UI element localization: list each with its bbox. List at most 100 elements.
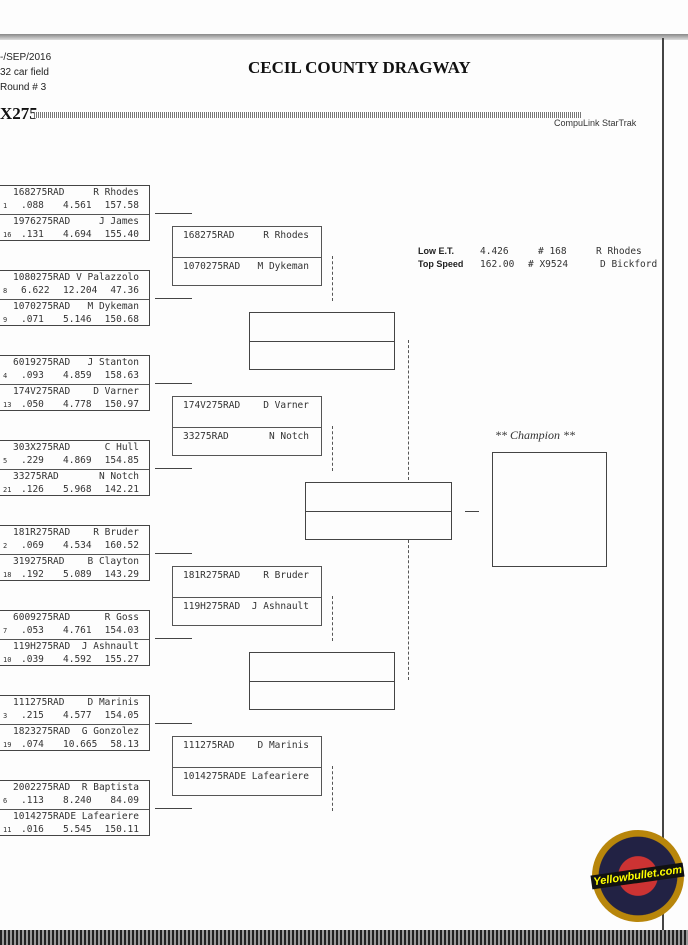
car-number: 1014275RAD — [13, 811, 71, 822]
champion-box — [492, 452, 607, 567]
reaction-time: .093 — [21, 370, 44, 381]
driver-name: J Stanton — [87, 357, 139, 368]
class-name: X275 — [0, 104, 38, 123]
seed: 11 — [3, 826, 12, 834]
low-et-value: 4.426 — [480, 246, 509, 257]
scan-edge — [0, 34, 688, 40]
elapsed-time: 4.534 — [63, 540, 92, 551]
car-number: 119H275RAD — [183, 601, 241, 612]
reaction-time: .053 — [21, 625, 44, 636]
champion-label: ** Champion ** — [495, 428, 576, 442]
racer-row: 1070275RAD M Dykeman — [173, 257, 321, 287]
page-title: CECIL COUNTY DRAGWAY — [248, 58, 471, 77]
car-number: 174V275RAD — [183, 400, 241, 411]
car-number: 1976275RAD — [13, 216, 71, 227]
round1-pair: 1080275RAD V Palazzolo 8 6.622 12.204 47.36 10… — [0, 270, 150, 326]
seed: 5 — [3, 457, 8, 465]
car-number: 2002275RAD — [13, 782, 71, 793]
seed: 3 — [3, 712, 8, 720]
elapsed-time: 5.545 — [63, 824, 92, 835]
driver-name: J Ashnault — [251, 601, 309, 612]
reaction-time: .039 — [21, 654, 44, 665]
reaction-time: .050 — [21, 399, 44, 410]
elapsed-time: 5.146 — [63, 314, 92, 325]
car-number: 168275RAD — [13, 187, 65, 198]
speed: 47.36 — [110, 285, 139, 296]
driver-name: G Gonzolez — [81, 726, 139, 737]
elapsed-time: 4.869 — [63, 455, 92, 466]
elapsed-time: 4.859 — [63, 370, 92, 381]
driver-name: M Dykeman — [257, 261, 309, 272]
speed: 142.21 — [104, 484, 139, 495]
car-number: 1014275RAD — [183, 771, 241, 782]
car-number: 1070275RAD — [183, 261, 241, 272]
seed: 8 — [3, 287, 8, 295]
top-speed-name: D Bickford — [600, 259, 658, 270]
connector — [155, 553, 192, 554]
car-number: 1823275RAD — [13, 726, 71, 737]
brand-label: CompuLink StarTrak — [554, 118, 637, 128]
seed: 7 — [3, 627, 8, 635]
reaction-time: 6.622 — [21, 285, 50, 296]
reaction-time: .071 — [21, 314, 44, 325]
driver-name: V Palazzolo — [76, 272, 139, 283]
car-number: 181R275RAD — [13, 527, 71, 538]
driver-name: N Notch — [268, 431, 309, 442]
speed: 150.68 — [104, 314, 139, 325]
driver-name: R Bruder — [93, 527, 139, 538]
driver-name: D Marinis — [87, 697, 139, 708]
car-number: 1070275RAD — [13, 301, 71, 312]
speed: 158.63 — [104, 370, 139, 381]
seed: 1 — [3, 202, 8, 210]
elapsed-time: 4.592 — [63, 654, 92, 665]
driver-name: D Marinis — [257, 740, 309, 751]
low-et-car: # 168 — [538, 246, 567, 257]
speed: 143.29 — [104, 569, 139, 580]
reaction-time: .016 — [21, 824, 44, 835]
speed: 58.13 — [110, 739, 139, 750]
seed: 10 — [3, 656, 12, 664]
elapsed-time: 12.204 — [63, 285, 98, 296]
connector — [408, 540, 410, 680]
driver-name: J James — [98, 216, 139, 227]
driver-name: R Baptista — [81, 782, 139, 793]
page-border — [662, 38, 664, 930]
seed: 9 — [3, 316, 8, 324]
connector — [155, 468, 192, 469]
elapsed-time: 4.761 — [63, 625, 92, 636]
connector — [155, 298, 192, 299]
driver-name: E Lafeariere — [240, 771, 309, 782]
reaction-time: .074 — [21, 739, 44, 750]
driver-name: D Varner — [93, 386, 139, 397]
field-size: 32 car field — [0, 67, 49, 78]
divider — [34, 112, 582, 118]
driver-name: M Dykeman — [87, 301, 139, 312]
car-number: 1080275RAD — [13, 272, 71, 283]
connector — [332, 766, 334, 811]
reaction-time: .069 — [21, 540, 44, 551]
seed: 13 — [3, 401, 12, 409]
reaction-time: .229 — [21, 455, 44, 466]
seed: 2 — [3, 542, 8, 550]
seed: 18 — [3, 571, 12, 579]
